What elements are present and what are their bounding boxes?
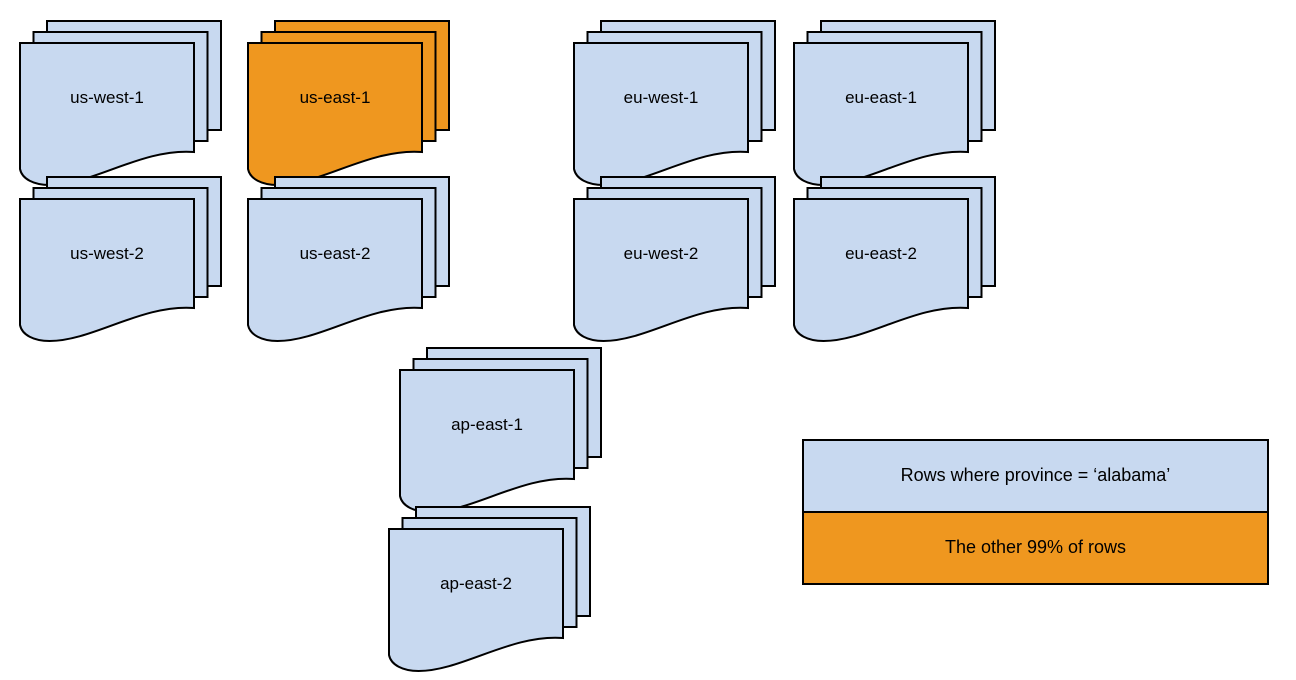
sheet-front [573, 198, 749, 343]
document-stack-ap-east-1[interactable] [399, 347, 602, 514]
legend-row-alabama-text: Rows where province = ‘alabama’ [900, 465, 1171, 485]
sheet-front [793, 198, 969, 343]
sheet-front [573, 42, 749, 187]
document-stack-us-east-1[interactable] [247, 20, 450, 187]
sheet-front [388, 528, 564, 673]
legend-row-other-text: The other 99% of rows [944, 537, 1127, 557]
document-stack-us-east-2[interactable] [247, 176, 450, 343]
document-stack-us-west-1[interactable] [19, 20, 222, 187]
legend-group [802, 439, 1269, 585]
stacks-group [19, 20, 996, 673]
sheet-front [19, 42, 195, 187]
document-stack-eu-east-1[interactable] [793, 20, 996, 187]
document-stack-eu-west-2[interactable] [573, 176, 776, 343]
sheet-front [399, 369, 575, 514]
document-stack-us-west-2[interactable] [19, 176, 222, 343]
legend-row-other-swatch [802, 511, 1269, 585]
sheet-front [247, 198, 423, 343]
document-stack-ap-east-2[interactable] [388, 506, 591, 673]
sheet-front [793, 42, 969, 187]
document-stack-eu-east-2[interactable] [793, 176, 996, 343]
sheet-front [19, 198, 195, 343]
sheet-front [247, 42, 423, 187]
document-stack-eu-west-1[interactable] [573, 20, 776, 187]
